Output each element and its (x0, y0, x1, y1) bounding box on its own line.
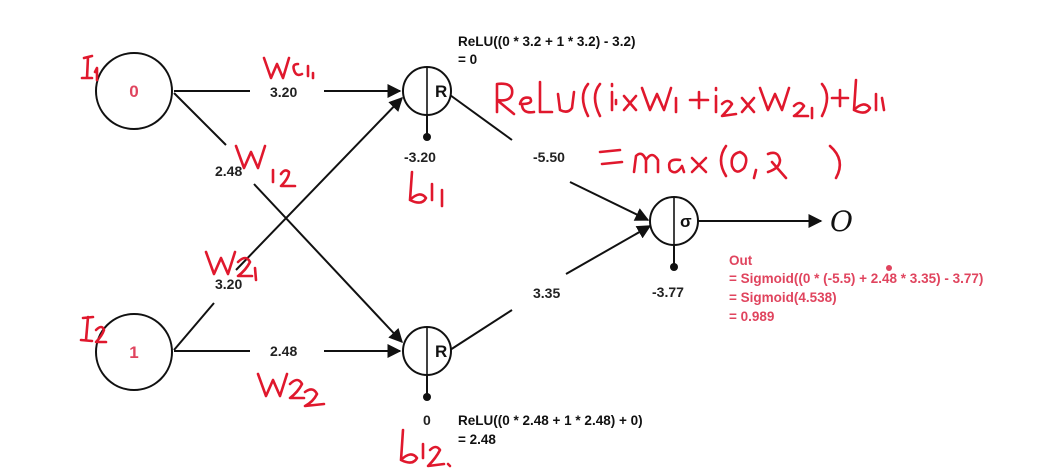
cursor-dot (886, 265, 892, 271)
input-node-2: 1 (95, 313, 173, 391)
annotation-w22 (256, 372, 326, 408)
input-node-2-value: 1 (129, 343, 138, 362)
weight-i1-h2: 2.48 (215, 163, 242, 179)
output-node-symbol: σ (680, 212, 692, 231)
edge-h2-o-right (565, 225, 652, 275)
annotation-max (598, 144, 842, 180)
annotation-w11 (262, 56, 315, 80)
hidden-node-2-symbol: R (435, 342, 447, 361)
weight-i2-h2: 2.48 (270, 343, 297, 359)
formula-h2-line-2: = 2.48 (458, 432, 496, 447)
input-node-1-value: 0 (129, 82, 138, 101)
bias-out: -3.77 (652, 284, 684, 300)
weight-h1-o: -5.50 (533, 149, 565, 165)
annotation-i1 (80, 54, 99, 82)
bias-h1: -3.20 (404, 149, 436, 165)
input-node-1: 0 (95, 52, 173, 130)
bias-dot-out (670, 263, 678, 271)
edge-h1-o-right (569, 181, 650, 221)
annotation-b11 (408, 170, 444, 208)
annotation-relu-formula (495, 78, 886, 120)
edge-h1-o-left (449, 94, 513, 141)
edge-i1-h2-bottom (253, 183, 403, 344)
weight-i2-h1: 3.20 (215, 276, 242, 292)
formula-h1-line-1: ReLU((0 * 3.2 + 1 * 3.2) - 3.2) (458, 34, 635, 49)
bias-dot-h2 (423, 393, 431, 401)
edge-h2-o-left (449, 309, 513, 351)
formula-h1-line-2: = 0 (458, 52, 477, 67)
annotation-b12 (399, 428, 452, 468)
bias-dot-h1 (423, 133, 431, 141)
edge-i2-h1-top (235, 96, 403, 271)
hidden-node-1: R (402, 66, 452, 116)
out-formula-line-1: Out (729, 253, 753, 268)
out-formula-line-3: = Sigmoid(4.538) (729, 290, 837, 305)
hidden-node-2: R (402, 326, 452, 376)
result-symbol: O (830, 205, 853, 238)
out-formula-line-4: = 0.989 (729, 309, 774, 324)
edge-i1-h2-top (173, 92, 227, 146)
annotation-w21 (204, 250, 258, 282)
weight-h2-o: 3.35 (533, 285, 560, 301)
hidden-node-1-symbol: R (435, 82, 447, 101)
annotation-w12 (234, 144, 297, 188)
annotation-i2 (79, 315, 108, 344)
edge-i2-h1-bottom (173, 302, 215, 351)
formula-h2-line-1: ReLU((0 * 2.48 + 1 * 2.48) + 0) (458, 413, 643, 428)
out-formula-line-2: = Sigmoid((0 * (-5.5) + 2.48 * 3.35) - 3… (729, 271, 983, 286)
weight-i1-h1: 3.20 (270, 84, 297, 100)
bias-h2: 0 (423, 412, 431, 428)
output-node: σ (649, 196, 699, 246)
